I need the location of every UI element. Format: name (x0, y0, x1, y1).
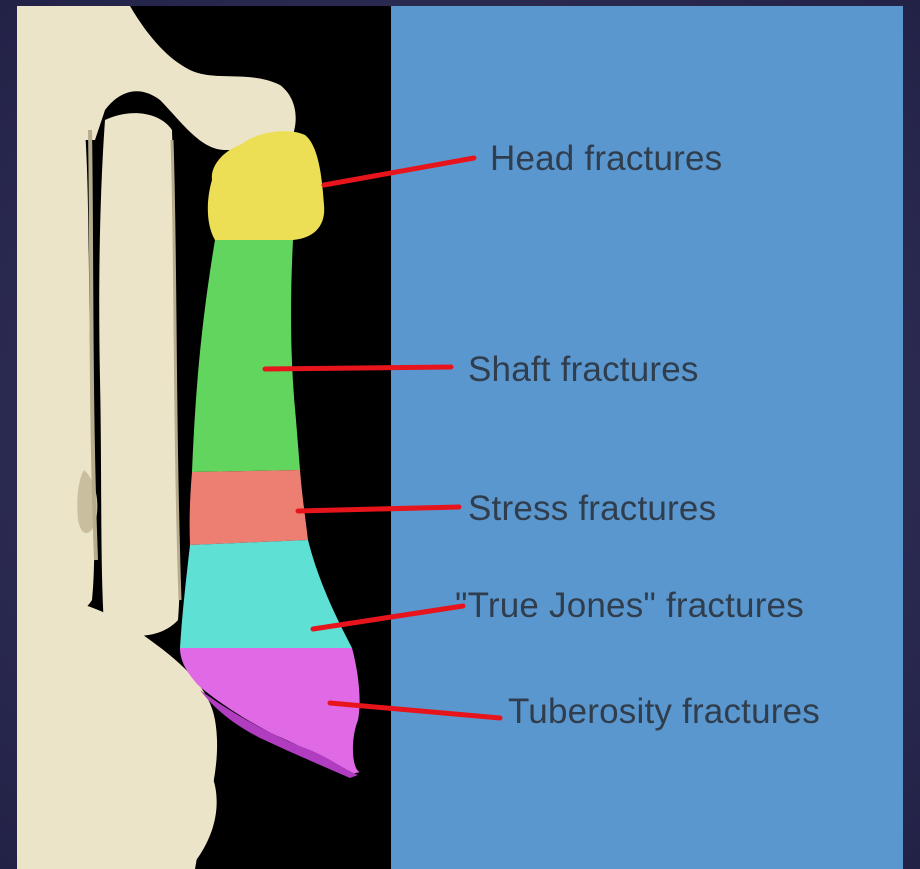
stress-fractures-label: Stress fractures (468, 489, 716, 529)
stress-zone (190, 470, 308, 545)
right-panel (391, 6, 903, 869)
head-fractures-label: Head fractures (490, 139, 722, 179)
shaft-fractures-label: Shaft fractures (468, 350, 699, 390)
true-jones-fractures-label: "True Jones" fractures (455, 586, 804, 626)
shaft-leader-line (265, 367, 451, 369)
tuberosity-fractures-label: Tuberosity fractures (508, 692, 820, 732)
